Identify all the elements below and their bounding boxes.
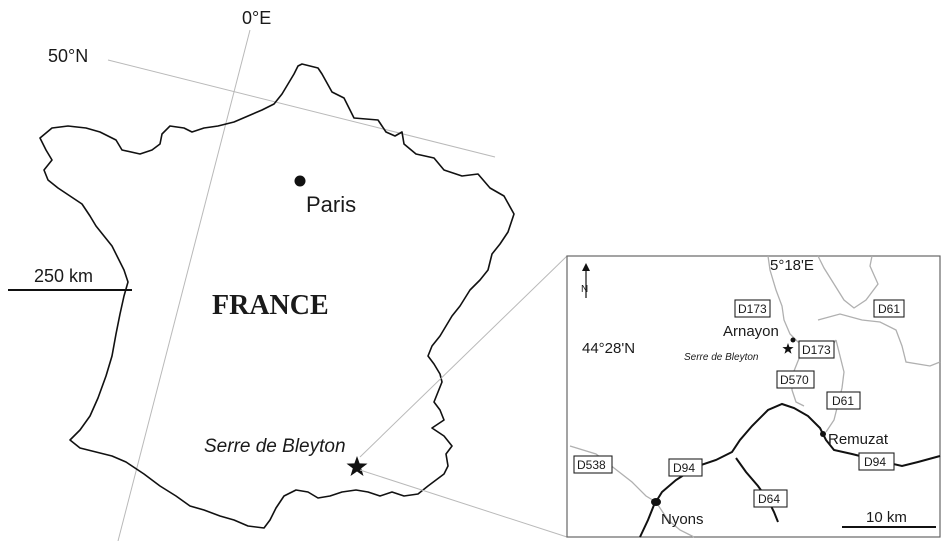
site-label: Serre de Bleyton [204, 436, 346, 457]
svg-text:D570: D570 [780, 373, 809, 387]
road-d538 [569, 445, 657, 503]
inset-scale-label: 10 km [866, 509, 907, 526]
nyons-dot [651, 498, 661, 506]
parallel-50n [107, 59, 496, 158]
road-label-d173-2: D173 [798, 340, 835, 359]
paris-dot [294, 175, 306, 187]
country-label: FRANCE [212, 290, 329, 321]
nyons-label: Nyons [661, 511, 704, 528]
remuzat-label: Remuzat [828, 431, 889, 448]
road-label-d64: D64 [753, 489, 788, 508]
france-outline [39, 63, 515, 529]
arnayon-label: Arnayon [723, 323, 779, 340]
inset-map: Arnayon Remuzat Nyons Serre de Bleyton 5… [566, 255, 941, 538]
inset-lon-label: 5°18'E [770, 257, 814, 274]
paris-label: Paris [306, 192, 356, 217]
main-scale-label: 250 km [34, 266, 93, 286]
inset-scale-bar: 10 km [842, 509, 936, 528]
svg-text:D94: D94 [864, 455, 886, 469]
svg-text:D94: D94 [673, 461, 695, 475]
meridian-0e [117, 29, 251, 541]
remuzat-dot [820, 431, 826, 437]
svg-text:D61: D61 [832, 394, 854, 408]
road-label-d570: D570 [776, 370, 815, 389]
main-scale-bar: 250 km [8, 266, 132, 291]
road-top-branch [817, 255, 879, 309]
svg-text:D538: D538 [577, 458, 606, 472]
north-label: N [581, 284, 588, 295]
lon-label-0e: 0°E [242, 8, 271, 28]
north-arrow-icon: N [581, 263, 590, 298]
graticule [107, 29, 496, 541]
inset-leader-top [359, 255, 568, 458]
road-label-d94-west: D94 [668, 458, 703, 477]
lat-label-50n: 50°N [48, 46, 88, 66]
inset-site-star-icon [782, 343, 794, 354]
svg-text:D61: D61 [878, 302, 900, 316]
road-label-d538: D538 [573, 455, 613, 474]
svg-text:D173: D173 [802, 343, 831, 357]
road-label-d94-east: D94 [858, 452, 895, 471]
road-d61-south [825, 339, 845, 433]
road-d61-east [817, 313, 941, 367]
road-label-d61-2: D61 [826, 391, 861, 410]
road-label-d173-1: D173 [734, 299, 771, 318]
svg-text:D173: D173 [738, 302, 767, 316]
inset-leader-bottom [359, 469, 568, 538]
inset-site-label: Serre de Bleyton [684, 352, 759, 363]
road-d64 [655, 501, 695, 538]
arnayon-dot [790, 337, 796, 343]
svg-text:D64: D64 [758, 492, 780, 506]
road-label-d61-1: D61 [873, 299, 905, 318]
site-star-icon [346, 456, 368, 476]
inset-lat-label: 44°28'N [582, 340, 635, 357]
